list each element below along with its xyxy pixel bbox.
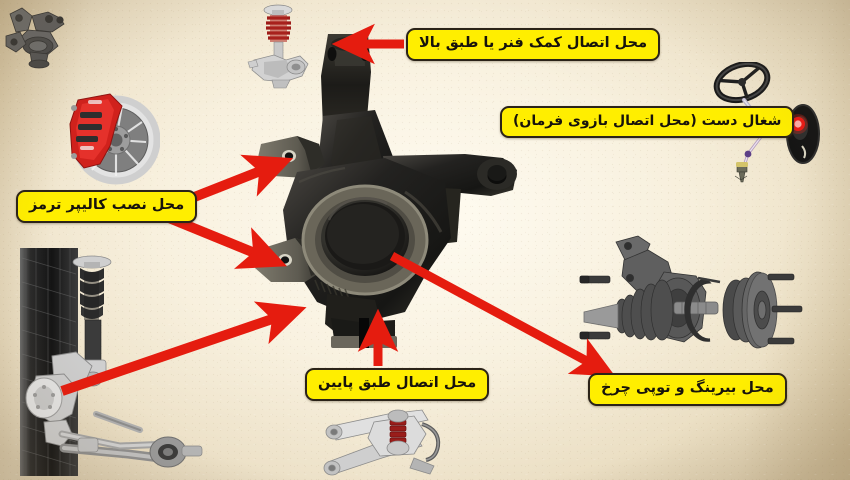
lower-control-arm-photo: [323, 409, 441, 476]
label-steering-arm: شغال دست (محل اتصال بازوی فرمان): [500, 106, 795, 138]
hub-bearing-exploded-photo: [579, 235, 803, 349]
brake-caliper-rotor-photo: [69, 93, 160, 185]
cast-steering-knuckle-photo: [5, 7, 65, 69]
label-upper-mount: محل اتصال کمک فنر یا طبق بالا: [406, 28, 661, 61]
label-brake-caliper: محل نصب کالیپر ترمز: [16, 190, 198, 223]
label-lower-arm: محل اتصال طبق پایین: [305, 368, 490, 401]
label-wheel-bearing: محل بیرینگ و توپی چرخ: [588, 373, 787, 406]
suspension-wheel-assembly-photo: [20, 248, 203, 476]
strut-assembly-photo: [247, 4, 309, 89]
main-steering-knuckle-photo: [255, 34, 517, 348]
